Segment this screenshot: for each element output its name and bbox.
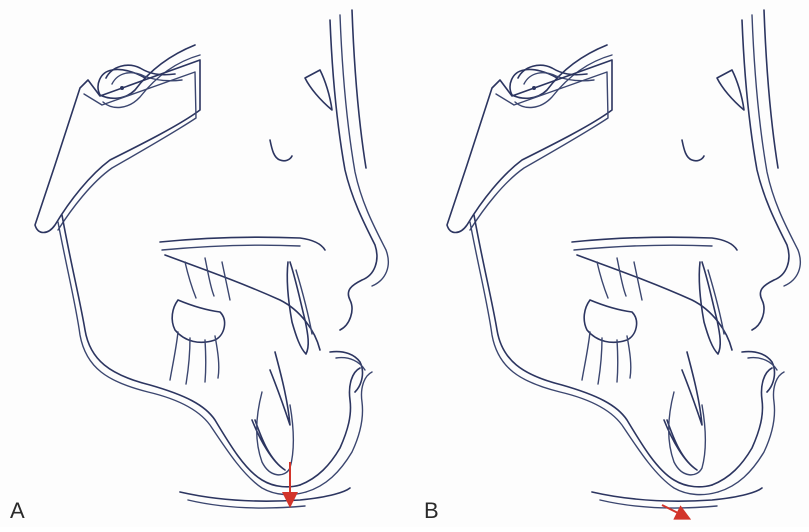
panel-label-a: A xyxy=(10,498,25,524)
panel-b-arrow xyxy=(662,505,684,516)
panel-b-tracing xyxy=(447,10,800,516)
panel-label-b: B xyxy=(424,498,439,524)
panel-a-tracing xyxy=(35,10,388,508)
